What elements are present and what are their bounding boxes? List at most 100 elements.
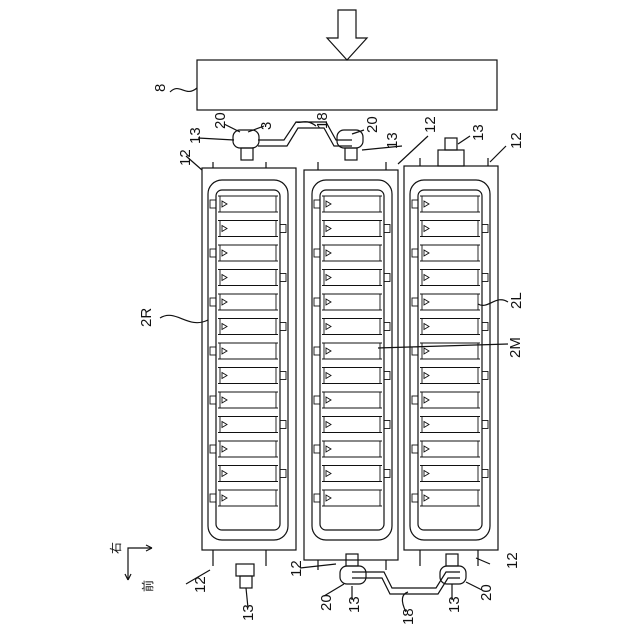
cell-tab <box>210 396 216 404</box>
terminal-right-bottom <box>236 564 254 576</box>
cell-marker <box>326 250 331 256</box>
cell-tab <box>482 470 488 478</box>
cell-marker <box>424 201 429 207</box>
cell-marker <box>222 201 227 207</box>
module-2M <box>304 162 398 570</box>
label-13-right-top: 13 <box>187 127 204 144</box>
direction-indicator <box>128 548 152 580</box>
module-2R <box>202 162 296 566</box>
cell-tab <box>412 445 418 453</box>
cell-tab <box>210 200 216 208</box>
cell-tab <box>210 298 216 306</box>
cell-tab <box>280 372 286 380</box>
cell-marker <box>222 422 227 428</box>
cell-marker <box>424 226 429 232</box>
cell-tab <box>210 494 216 502</box>
cell-marker <box>326 226 331 232</box>
cell-marker <box>326 446 331 452</box>
cell-tab <box>482 421 488 429</box>
cell-tab <box>482 372 488 380</box>
cell-tab <box>384 323 390 331</box>
cell-tab <box>412 298 418 306</box>
cell-tab <box>280 323 286 331</box>
cell-marker <box>326 373 331 379</box>
direction-right-label: 右 <box>108 542 123 554</box>
cell-marker <box>424 299 429 305</box>
cell-tab <box>210 445 216 453</box>
cell-marker <box>424 446 429 452</box>
cell-marker <box>424 471 429 477</box>
cell-tab <box>482 225 488 233</box>
label-13-middle-bottom: 13 <box>346 596 363 613</box>
cell-tab <box>482 274 488 282</box>
cell-marker <box>326 397 331 403</box>
cell-marker <box>222 324 227 330</box>
label-2L: 2L <box>508 292 525 309</box>
cell-tab <box>412 347 418 355</box>
cell-marker <box>424 250 429 256</box>
cell-marker <box>326 495 331 501</box>
cell-marker <box>222 446 227 452</box>
cell-tab <box>280 470 286 478</box>
label-12-left-bottom: 12 <box>504 552 521 569</box>
cell-marker <box>222 397 227 403</box>
label-20-middle-bottom: 20 <box>318 594 335 611</box>
label-12-middle-top: 12 <box>422 116 439 133</box>
cell-marker <box>222 250 227 256</box>
label-2M: 2M <box>507 337 524 358</box>
cell-tab <box>482 323 488 331</box>
cell-tab <box>384 274 390 282</box>
label-20-middle-top: 20 <box>364 116 381 133</box>
cell-marker <box>424 275 429 281</box>
label-2R: 2R <box>138 308 155 327</box>
cell-tab <box>314 249 320 257</box>
label-12-right-bottom: 12 <box>192 576 209 593</box>
cell-marker <box>424 397 429 403</box>
label-20-left-bottom: 20 <box>478 584 495 601</box>
label-13-left-top: 13 <box>470 124 487 141</box>
cell-marker <box>424 324 429 330</box>
leader-8 <box>170 88 197 92</box>
cell-marker <box>222 373 227 379</box>
cell-marker <box>424 348 429 354</box>
cell-tab <box>314 396 320 404</box>
cell-marker <box>222 495 227 501</box>
cell-tab <box>314 494 320 502</box>
label-13-right-bottom: 13 <box>240 604 257 621</box>
cell-tab <box>412 200 418 208</box>
cell-marker <box>326 299 331 305</box>
terminal-middle-top <box>337 130 363 148</box>
cell-tab <box>412 396 418 404</box>
label-8: 8 <box>152 84 169 92</box>
label-13-middle-top: 13 <box>384 132 401 149</box>
cell-marker <box>326 201 331 207</box>
cell-tab <box>384 470 390 478</box>
cell-tab <box>314 445 320 453</box>
cell-tab <box>384 421 390 429</box>
cell-marker <box>222 275 227 281</box>
direction-front-label: 前 <box>140 580 155 592</box>
module-2L <box>404 158 498 566</box>
terminal-right-top <box>233 130 259 148</box>
cell-marker <box>326 422 331 428</box>
cell-marker <box>222 348 227 354</box>
terminal-left-top <box>438 150 464 166</box>
cell-tab <box>280 274 286 282</box>
label-20-right-top: 20 <box>212 112 229 129</box>
cell-marker <box>222 471 227 477</box>
cell-marker <box>326 275 331 281</box>
label-12-left-top: 12 <box>508 132 525 149</box>
label-3: 3 <box>258 122 275 130</box>
cell-tab <box>280 225 286 233</box>
cell-marker <box>222 226 227 232</box>
label-12-middle-bottom: 12 <box>288 560 305 577</box>
cell-marker <box>424 373 429 379</box>
label-13-left-bottom: 13 <box>446 596 463 613</box>
cell-tab <box>314 347 320 355</box>
cell-tab <box>314 200 320 208</box>
cell-tab <box>280 421 286 429</box>
cell-tab <box>384 372 390 380</box>
cell-marker <box>326 324 331 330</box>
cell-marker <box>222 299 227 305</box>
